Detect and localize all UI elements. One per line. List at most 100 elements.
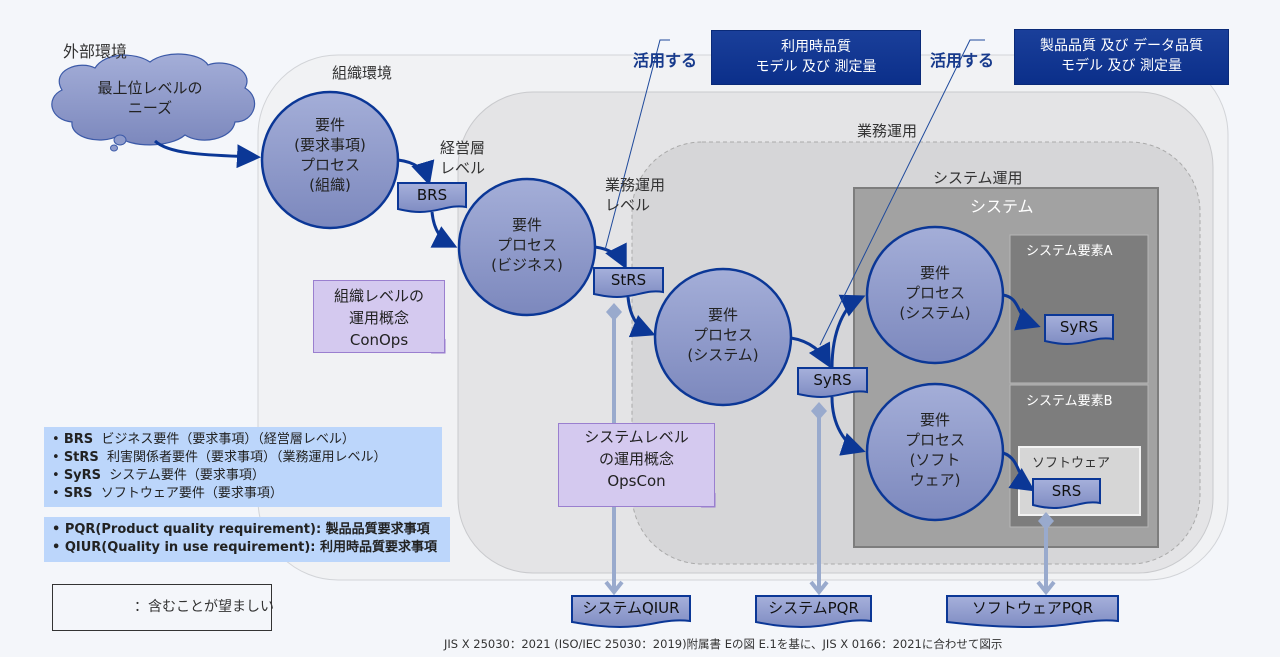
- arrow-brs-to-business: [430, 211, 458, 248]
- process-line: プロセス: [904, 284, 965, 302]
- process-line: 要件: [511, 216, 542, 234]
- process-line: (ソフト: [909, 451, 961, 469]
- quality-in-use-line-1: 利用時品質: [781, 39, 851, 55]
- cloud-label: 最上位レベルの ニーズ: [75, 78, 225, 118]
- arrow-needs-to-org: [153, 139, 261, 169]
- arrow-business-to-strs: [594, 242, 627, 270]
- management-level-line-1: 経営層: [440, 139, 486, 157]
- note-line: ConOps: [349, 331, 409, 349]
- doc-system-pqr: システムPQR: [768, 599, 859, 617]
- arrow-system-to-syrs: [790, 336, 831, 369]
- legend-item: • SyRS システム要件（要求事項）: [52, 468, 265, 483]
- use-label-2: 活用する: [930, 51, 995, 70]
- process-organization-text: 要件 (要求事項) プロセス (組織): [270, 115, 390, 195]
- doc-software-pqr-shape: [946, 595, 1119, 629]
- business-operation-label: 業務運用: [857, 122, 918, 140]
- management-level-label: 経営層 レベル: [440, 138, 485, 178]
- system-label: システム: [970, 197, 1034, 216]
- process-line: (ビジネス): [491, 256, 563, 274]
- product-quality-line-2: モデル 及び 測定量: [1061, 58, 1182, 74]
- process-software: [865, 382, 1005, 522]
- arrow-software-process-to-srs: [1002, 451, 1035, 492]
- doc-system-qiur-shape: [571, 595, 691, 629]
- process-line: (組織): [309, 176, 351, 194]
- cloud-top-level-needs: [51, 53, 256, 152]
- note-line: の運用概念: [598, 450, 674, 468]
- process-line: プロセス: [692, 326, 753, 344]
- note-line: OpsCon: [607, 472, 666, 490]
- process-line: (システム): [899, 304, 971, 322]
- system-operation-label: システム運用: [933, 169, 1023, 187]
- legend-abbreviations: • BRS ビジネス要件（要求事項）（経営層レベル） • StRS 利害関係者要…: [44, 427, 442, 507]
- source-footnote: JIS X 25030：2021 (ISO/IEC 25030：2019)附属書…: [444, 637, 1003, 651]
- cloud-line-2: ニーズ: [127, 99, 173, 117]
- use-label-1: 活用する: [633, 51, 698, 70]
- process-system-element: [865, 225, 1005, 365]
- element-a-label: システム要素A: [1026, 244, 1113, 259]
- business-level-line-1: 業務運用: [605, 176, 666, 194]
- process-organization: [260, 90, 400, 230]
- process-system-text: 要件 プロセス (システム): [663, 305, 783, 365]
- business-level-line-2: レベル: [605, 196, 651, 214]
- arrow-syrs-to-system-process: [830, 294, 866, 369]
- doc-srs: SRS: [1051, 482, 1082, 500]
- legend-quality: • PQR(Product quality requirement): 製品品質…: [44, 517, 450, 562]
- doc-system-pqr-shape: [755, 595, 872, 629]
- arrow-syrs-to-software-process: [830, 396, 866, 456]
- process-line: プロセス: [496, 236, 557, 254]
- key-legend-label: ：含むことが望ましい: [134, 599, 274, 615]
- doc-brs-shape: [397, 182, 467, 214]
- doc-strs-shape: [593, 267, 664, 299]
- note-line: 組織レベルの: [333, 287, 424, 305]
- doc-shapes: [397, 182, 1119, 629]
- process-line: 要件: [707, 306, 738, 324]
- cloud-line-1: 最上位レベルの: [97, 79, 203, 97]
- note-line: システムレベル: [584, 428, 689, 446]
- legend-item: • StRS 利害関係者要件（要求事項）（業務運用レベル）: [52, 450, 387, 465]
- arrow-org-to-brs: [397, 158, 435, 186]
- arrow-strs-to-system: [626, 296, 656, 338]
- process-software-text: 要件 プロセス (ソフト ウェア): [875, 410, 995, 490]
- legend-item: • QIUR(Quality in use requirement): 利用時品…: [52, 540, 437, 555]
- include-diamonds: [606, 303, 1054, 530]
- doc-syrs-shape: [797, 367, 868, 399]
- note-opscon: システムレベル の運用概念 OpsCon: [558, 423, 715, 507]
- external-environment-label: 外部環境: [63, 42, 128, 61]
- doc-brs: BRS: [416, 186, 448, 204]
- key-legend-box: [52, 584, 272, 631]
- process-system-element-text: 要件 プロセス (システム): [875, 263, 995, 323]
- doc-software-pqr: ソフトウェアPQR: [971, 599, 1094, 617]
- product-quality-line-1: 製品品質 及び データ品質: [1040, 38, 1203, 54]
- note-conops: 組織レベルの 運用概念 ConOps: [313, 280, 445, 353]
- element-b-label: システム要素B: [1026, 394, 1113, 409]
- doc-syrs: SyRS: [813, 371, 852, 389]
- process-business-text: 要件 プロセス (ビジネス): [467, 215, 587, 275]
- doc-system-qiur: システムQIUR: [582, 599, 680, 617]
- use-line-2: [819, 39, 985, 346]
- organization-environment-label: 組織環境: [332, 64, 393, 82]
- legend-item: • SRS ソフトウェア要件（要求事項）: [52, 486, 283, 501]
- arrow-system-process-to-syrs-a: [1002, 293, 1041, 331]
- process-business: [457, 177, 597, 317]
- doc-syrs-element-a: SyRS: [1059, 318, 1099, 336]
- product-quality-model-box: 製品品質 及び データ品質 モデル 及び 測定量: [1014, 29, 1229, 85]
- process-line: 要件: [919, 411, 950, 429]
- process-line: 要件: [919, 264, 950, 282]
- note-line: 運用概念: [348, 309, 409, 327]
- legend-item: • PQR(Product quality requirement): 製品品質…: [52, 522, 430, 537]
- use-line-1: [604, 39, 670, 251]
- doc-strs: StRS: [610, 271, 647, 289]
- quality-in-use-model-box: 利用時品質 モデル 及び 測定量: [711, 30, 921, 85]
- doc-syrs-a-shape: [1044, 314, 1114, 346]
- legend-item: • BRS ビジネス要件（要求事項）（経営層レベル）: [52, 432, 355, 447]
- business-level-label: 業務運用 レベル: [605, 175, 665, 215]
- management-level-line-2: レベル: [440, 159, 486, 177]
- process-system: [653, 267, 793, 407]
- process-line: ウェア): [909, 471, 961, 489]
- doc-srs-shape: [1032, 478, 1101, 510]
- process-line: プロセス: [299, 156, 360, 174]
- process-line: 要件: [314, 116, 345, 134]
- process-line: (システム): [687, 346, 759, 364]
- software-label: ソフトウェア: [1032, 456, 1111, 471]
- quality-in-use-line-2: モデル 及び 測定量: [755, 59, 877, 75]
